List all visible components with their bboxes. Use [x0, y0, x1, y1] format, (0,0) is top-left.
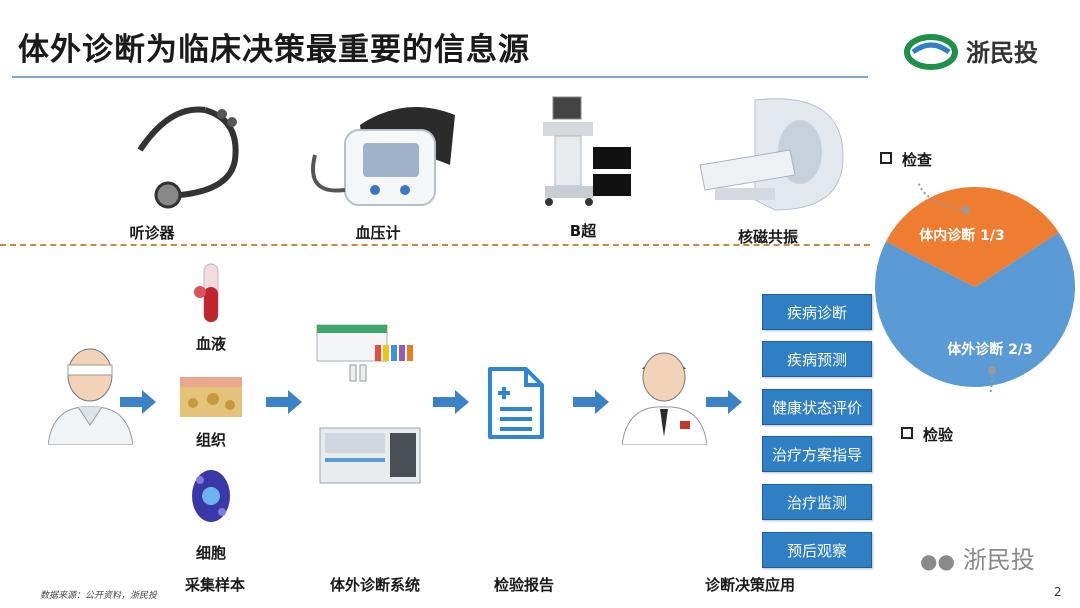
arrow-right-icon	[266, 390, 302, 414]
device-label-stethoscope: 听诊器	[129, 224, 175, 242]
pie-label-in-vivo: 体内诊断 1/3	[919, 227, 1004, 244]
arrow-right-icon	[706, 390, 742, 414]
ivd-share-pie-chart: 体内诊断 1/3 体外诊断 2/3	[875, 182, 1075, 392]
stage-label-collect: 采集样本	[184, 576, 245, 594]
stage-label-decision: 诊断决策应用	[704, 576, 795, 594]
title-underline	[12, 76, 868, 78]
sample-label-tissue: 组织	[195, 431, 226, 449]
ultrasound-machine-icon	[543, 96, 631, 206]
sample-label-blood: 血液	[195, 335, 226, 353]
watermark: ●● 浙民投	[920, 540, 1035, 575]
stage-label-ivd: 体外诊断系统	[329, 576, 420, 594]
pie-slice-in-vivo	[885, 187, 1059, 287]
doctor-icon	[622, 352, 707, 445]
device-label-bp-monitor: 血压计	[355, 224, 401, 242]
arrow-right-icon	[433, 390, 469, 414]
report-document-icon	[488, 367, 544, 439]
leader-line-top	[917, 182, 967, 211]
pie-legend-inspection: 检查	[880, 149, 932, 170]
arrow-right-icon	[120, 390, 156, 414]
device-label-mri: 核磁共振	[737, 228, 798, 246]
pie-legend-test: 检验	[901, 424, 953, 445]
pie-legend-inspection-label: 检查	[902, 151, 933, 169]
cell-icon	[192, 470, 230, 522]
app-health-evaluation: 健康状态评价	[762, 389, 872, 425]
app-disease-diagnosis: 疾病诊断	[762, 294, 872, 330]
brand-logo-icon	[904, 34, 958, 70]
device-label-ultrasound: B超	[569, 222, 597, 240]
arrow-right-icon	[573, 390, 609, 414]
checkbox-square-icon	[880, 152, 892, 164]
blood-tube-icon	[194, 263, 219, 323]
section-divider	[0, 244, 870, 246]
page-number: 2	[1054, 585, 1062, 599]
data-source: 数据来源：公开资料，浙民投	[40, 591, 158, 601]
stethoscope-icon	[137, 106, 239, 209]
app-treatment-guidance: 治疗方案指导	[762, 436, 872, 472]
pie-legend-test-label: 检验	[923, 426, 954, 444]
analyzer-machine-icon	[319, 427, 421, 484]
sample-label-cell: 细胞	[195, 544, 226, 562]
app-prognosis-observation: 预后观察	[762, 532, 872, 568]
mri-scanner-icon	[699, 98, 844, 211]
pie-slice-in-vitro	[875, 232, 1075, 387]
blood-pressure-monitor-icon	[311, 107, 455, 206]
wechat-icon: ●●	[920, 549, 955, 573]
checkbox-square-icon	[901, 427, 913, 439]
app-treatment-monitoring: 治疗监测	[762, 484, 872, 520]
app-disease-prediction: 疾病预测	[762, 341, 872, 377]
watermark-text: 浙民投	[962, 546, 1035, 574]
tissue-icon	[180, 377, 242, 417]
brand-name: 浙民投	[966, 39, 1038, 67]
stage-label-report: 检验报告	[493, 576, 554, 594]
page-title: 体外诊断为临床决策最重要的信息源	[18, 32, 530, 68]
reagent-kit-icon	[316, 324, 413, 382]
patient-icon	[48, 348, 133, 445]
pie-label-in-vitro: 体外诊断 2/3	[947, 341, 1032, 358]
